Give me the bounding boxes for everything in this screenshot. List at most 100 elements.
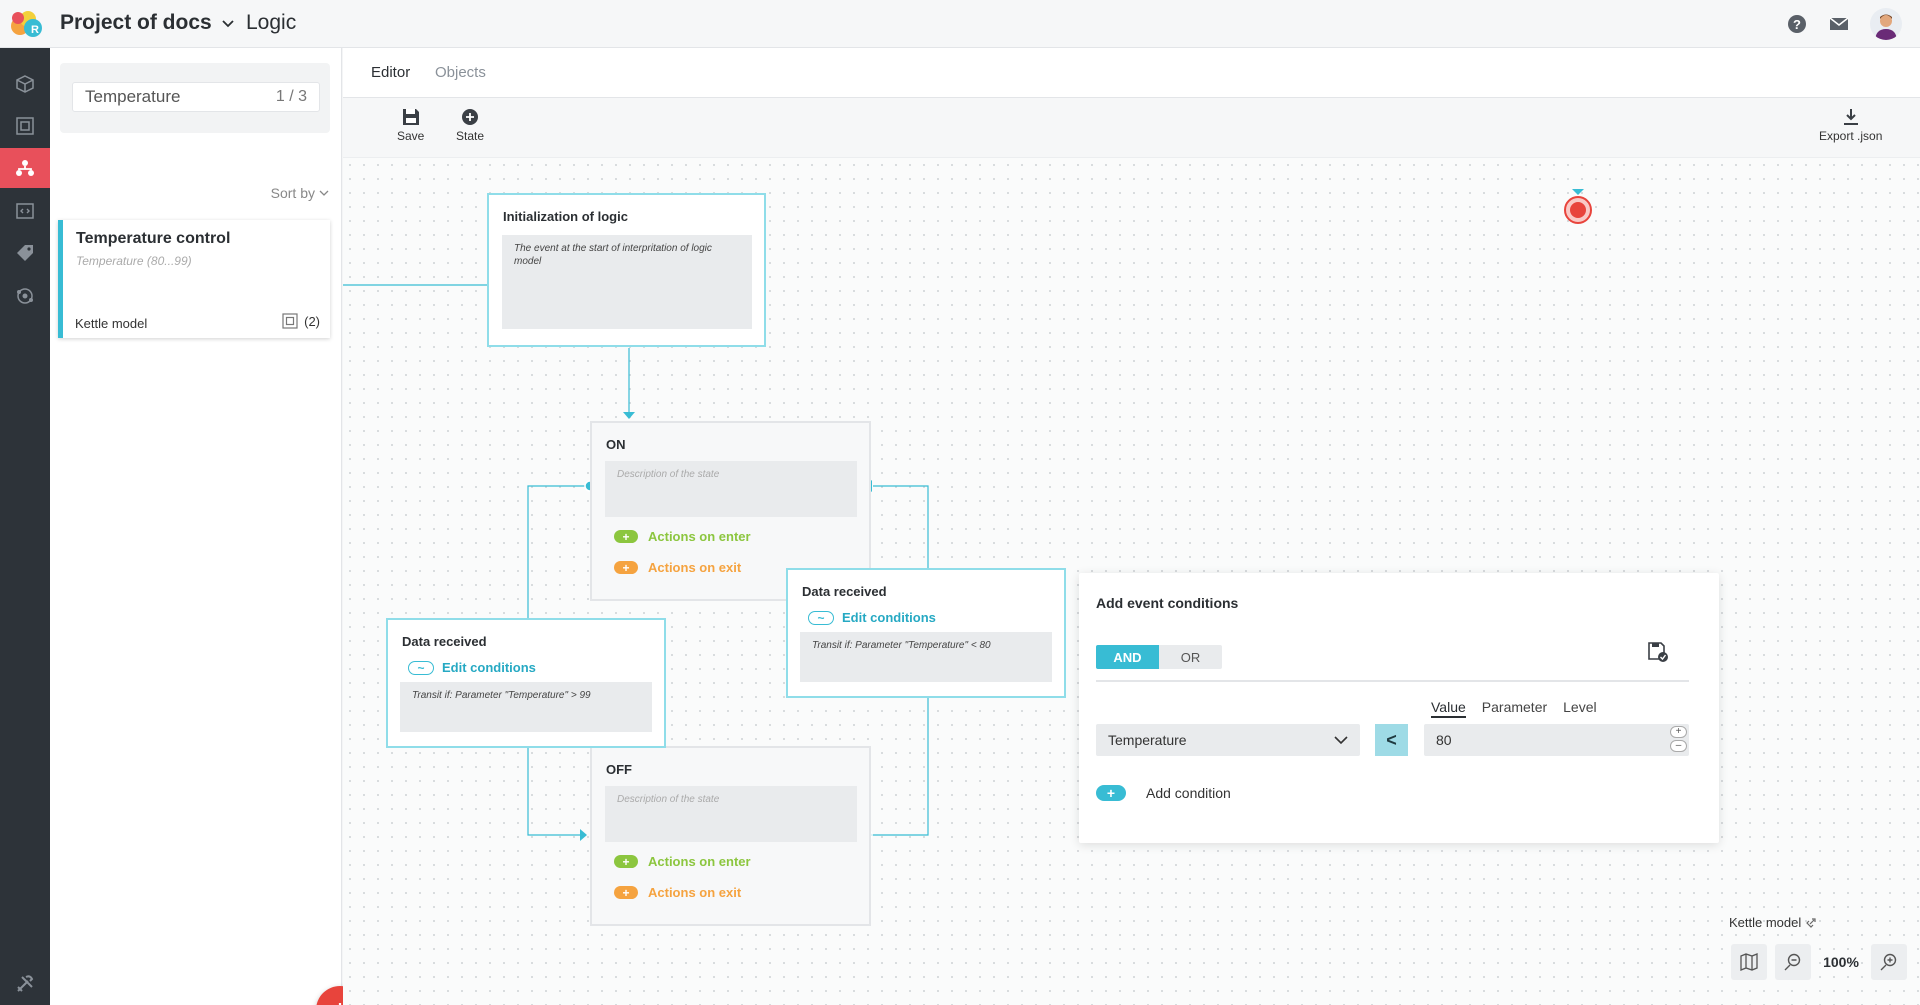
project-selector[interactable]: Project of docs — [60, 11, 234, 35]
tab-editor[interactable]: Editor — [371, 64, 411, 81]
operator-button[interactable]: < — [1375, 724, 1408, 756]
event-1-edit-conditions[interactable]: ~ Edit conditions — [408, 660, 536, 675]
off-actions-exit[interactable]: + Actions on exit — [614, 885, 741, 900]
map-icon — [1740, 953, 1758, 971]
plus-icon: + — [1096, 785, 1126, 801]
add-state-button[interactable]: State — [456, 108, 484, 143]
off-actions-exit-label: Actions on exit — [648, 885, 742, 900]
event-1-title: Data received — [402, 634, 487, 649]
chevron-down-icon — [319, 190, 329, 196]
rail-code-icon[interactable] — [0, 191, 50, 231]
zoom-in-icon — [1880, 953, 1897, 971]
link-icon — [1806, 917, 1816, 928]
logic-card[interactable]: Temperature control Temperature (80...99… — [58, 220, 330, 338]
state-off-description[interactable]: Description of the state — [605, 786, 857, 842]
plus-icon: + — [614, 855, 638, 868]
zoom-controls: 100% — [1731, 944, 1907, 980]
off-actions-enter-label: Actions on enter — [648, 854, 751, 869]
rail-logic-hierarchy-icon[interactable] — [0, 148, 50, 188]
tab-parameter[interactable]: Parameter — [1481, 699, 1548, 715]
tab-objects[interactable]: Objects — [435, 64, 486, 81]
help-icon[interactable]: ? — [1786, 13, 1808, 35]
tab-level[interactable]: Level — [1563, 699, 1597, 715]
init-node-description: The event at the start of interpritation… — [502, 235, 752, 329]
on-actions-exit[interactable]: + Actions on exit — [614, 560, 741, 575]
export-label: Export .json — [1819, 129, 1883, 143]
state-off-title: OFF — [606, 762, 632, 777]
state-label: State — [456, 129, 485, 143]
download-icon — [1843, 109, 1858, 125]
logic-card-objects: (2) — [282, 313, 320, 329]
or-toggle[interactable]: OR — [1159, 645, 1222, 669]
popup-title: Add event conditions — [1096, 595, 1239, 611]
zoom-out-button[interactable] — [1775, 944, 1811, 980]
add-condition-button[interactable]: + Add condition — [1096, 785, 1231, 801]
nav-rail — [0, 48, 50, 1005]
search-input[interactable]: Temperature 1 / 3 — [72, 82, 320, 112]
logic-card-model: Kettle model — [75, 316, 148, 331]
editor-tabs: Editor Objects — [343, 48, 1920, 98]
logic-card-title: Temperature control — [76, 230, 231, 247]
increment-button[interactable]: + — [1670, 726, 1687, 738]
event-node-data-received-1[interactable]: Data received ~ Edit conditions Transit … — [386, 618, 666, 748]
top-actions: ? — [1786, 8, 1902, 40]
svg-text:?: ? — [1793, 17, 1801, 32]
logic-card-subtitle: Temperature (80...99) — [76, 254, 192, 268]
object-square-icon — [282, 313, 298, 329]
on-actions-enter-label: Actions on enter — [648, 529, 751, 544]
init-node[interactable]: Initialization of logic The event at the… — [487, 193, 766, 347]
value-input-value: 80 — [1436, 732, 1452, 748]
event-1-condition: Transit if: Parameter "Temperature" > 99 — [400, 682, 652, 732]
event-node-data-received-2[interactable]: Data received ~ Edit conditions Transit … — [786, 568, 1066, 698]
model-link[interactable]: Kettle model — [1729, 915, 1817, 930]
plus-circle-icon — [462, 109, 479, 125]
logic-card-count: (2) — [304, 313, 320, 329]
init-node-title: Initialization of logic — [503, 209, 628, 224]
event-2-edit-conditions[interactable]: ~ Edit conditions — [808, 610, 936, 625]
chevron-down-icon — [222, 20, 234, 28]
add-condition-label: Add condition — [1146, 785, 1231, 801]
rail-tag-icon[interactable] — [0, 233, 50, 273]
event-conditions-popup: Add event conditions AND OR Value Parame… — [1079, 573, 1719, 843]
rail-objects-square-icon[interactable] — [0, 106, 50, 146]
value-type-tabs: Value Parameter Level — [1431, 699, 1597, 718]
save-conditions-icon[interactable] — [1647, 641, 1669, 668]
state-on-description[interactable]: Description of the state — [605, 461, 857, 517]
rail-network-icon[interactable] — [0, 276, 50, 316]
on-actions-exit-label: Actions on exit — [648, 560, 742, 575]
logic-operator-toggle: AND OR — [1096, 645, 1222, 669]
and-toggle[interactable]: AND — [1096, 645, 1159, 669]
rail-tools-icon[interactable] — [0, 964, 50, 1004]
plus-icon: + — [614, 561, 638, 574]
tilde-icon: ~ — [808, 610, 834, 625]
value-input[interactable]: 80 + – — [1424, 724, 1689, 756]
rail-models-cube-icon[interactable] — [0, 64, 50, 104]
parameter-select-value: Temperature — [1108, 732, 1187, 748]
plus-icon: + — [614, 886, 638, 899]
popup-divider — [1096, 680, 1689, 682]
state-node-off[interactable]: OFF Description of the state + Actions o… — [590, 746, 871, 926]
zoom-out-icon — [1784, 953, 1801, 971]
tab-value[interactable]: Value — [1431, 699, 1466, 718]
user-avatar[interactable] — [1870, 8, 1902, 40]
event-1-edit-label: Edit conditions — [442, 660, 536, 675]
off-actions-enter[interactable]: + Actions on enter — [614, 854, 751, 869]
event-2-title: Data received — [802, 584, 887, 599]
zoom-level: 100% — [1823, 954, 1859, 970]
zoom-in-button[interactable] — [1871, 944, 1907, 980]
editor-toolbar: Save State Export .json — [343, 98, 1920, 158]
sort-by-dropdown[interactable]: Sort by — [271, 185, 329, 201]
decrement-button[interactable]: – — [1670, 740, 1687, 752]
search-result-count: 1 / 3 — [275, 88, 307, 105]
section-title: Logic — [246, 11, 297, 34]
map-button[interactable] — [1731, 944, 1767, 980]
svg-text:R: R — [31, 24, 39, 36]
app-logo-icon[interactable]: R — [6, 6, 46, 42]
parameter-select[interactable]: Temperature — [1096, 724, 1360, 756]
mail-icon[interactable] — [1828, 13, 1850, 35]
on-actions-enter[interactable]: + Actions on enter — [614, 529, 751, 544]
logic-list-panel: Temperature 1 / 3 Sort by Temperature co… — [50, 48, 364, 1005]
export-json-button[interactable]: Export .json — [1819, 108, 1882, 143]
save-button[interactable]: Save — [397, 108, 424, 143]
event-2-condition: Transit if: Parameter "Temperature" < 80 — [800, 632, 1052, 682]
